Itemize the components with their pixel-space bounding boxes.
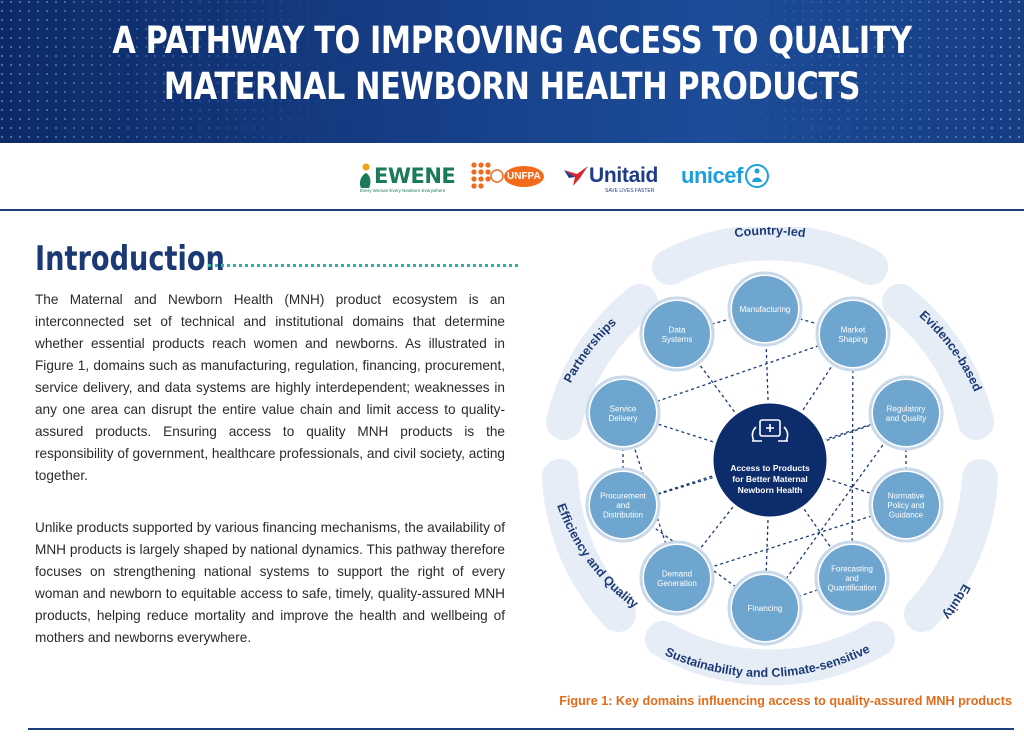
domain-node-manufacturing: Manufacturing (727, 271, 803, 347)
connector-normative-demand (676, 504, 907, 579)
unfpa-logo: UNFPA (470, 156, 544, 196)
figure-caption: Figure 1: Key domains influencing access… (559, 694, 1012, 708)
connector-service-delivery-market-shaping (622, 333, 854, 414)
domain-node-label: and (845, 574, 858, 583)
ring-segment-right-upper (882, 284, 994, 440)
header-banner: A PATHWAY TO IMPROVING ACCESS TO QUALITY… (0, 0, 1024, 143)
domain-node-label: Forecasting (831, 565, 873, 574)
title-line-1: A PATHWAY TO IMPROVING ACCESS TO QUALITY (112, 19, 912, 62)
domain-node-label: Service (610, 404, 637, 413)
central-hub: Access to Products for Better Maternal N… (710, 400, 830, 520)
domain-node-circle (732, 276, 798, 342)
unitaid-logo: Unitaid SAVE LIVES FASTER (563, 156, 658, 196)
intro-paragraph-1: The Maternal and Newborn Health (MNH) pr… (35, 292, 505, 483)
introduction-heading: Introduction (35, 239, 225, 279)
connector-regulatory-procurement (622, 412, 907, 506)
ewene-logo: EWENE Every Woman Every Newborn Everywhe… (358, 156, 456, 196)
hub-label-line-1: Access to Products (730, 463, 810, 473)
domain-node-label: Data (669, 325, 686, 334)
domain-node-circle (873, 472, 939, 538)
domain-node-label: Generation (657, 579, 697, 588)
ewene-figure-icon (359, 163, 371, 188)
ring-segment-left-lower (542, 459, 636, 632)
domain-node-label: Demand (662, 569, 692, 578)
hub-label-line-2: for Better Maternal (732, 474, 808, 484)
unitaid-bird-icon (564, 166, 588, 186)
unitaid-tagline: SAVE LIVES FASTER (605, 188, 655, 194)
domain-node-label: Delivery (609, 414, 638, 423)
domain-node-label: Market (841, 325, 866, 334)
domain-node-circle (732, 575, 798, 641)
hub-label-line-3: Newborn Health (738, 485, 803, 495)
ring-label-country-led: Country-led (734, 227, 807, 240)
domain-node-label: Distribution (603, 511, 643, 520)
intro-paragraph-2: Unlike products supported by various fin… (35, 520, 505, 645)
domain-node-label: and (616, 501, 629, 510)
logo-divider (0, 209, 1024, 211)
domain-node-label: Quantification (828, 584, 877, 593)
domain-node-circle (820, 301, 886, 367)
banner-dot-pattern (0, 0, 1024, 143)
connector-financing-regulatory (764, 412, 907, 609)
domain-node-circle (819, 545, 885, 611)
footer-divider (28, 728, 1014, 730)
unfpa-wordmark: UNFPA (504, 165, 544, 187)
value-ring (542, 227, 998, 686)
domain-node-circle (873, 380, 939, 446)
un-dots-icon (471, 162, 504, 189)
ring-segment-bottom (645, 621, 895, 686)
title-line-2: MATERNAL NEWBORN HEALTH PRODUCTS (163, 65, 861, 108)
domain-node-circle (644, 545, 710, 611)
unitaid-wordmark: Unitaid (589, 164, 659, 187)
domain-node-circle (590, 380, 656, 446)
domain-node-label: Regulatory (887, 404, 926, 413)
ring-segment-left-upper (546, 284, 658, 440)
domain-node-label: Normative (888, 492, 925, 501)
domain-nodes: ManufacturingMarketShapingRegulatoryand … (585, 271, 944, 646)
domain-node-label: Financing (748, 604, 783, 613)
domain-node-label: Manufacturing (740, 305, 791, 314)
domain-node-circle (590, 472, 656, 538)
page-title: A PATHWAY TO IMPROVING ACCESS TO QUALITY… (92, 18, 932, 110)
unicef-logo: unicef (681, 156, 771, 196)
hands-product-icon (751, 419, 789, 442)
domain-node-label: Shaping (838, 335, 867, 344)
mnh-domains-diagram: Country-led Evidence-based Equity Sustai… (542, 227, 998, 686)
domain-node-label: Procurement (600, 492, 647, 501)
domain-node-label: Policy and (888, 501, 925, 510)
domain-node-label: and Quality (886, 414, 926, 423)
connector-market-shaping-forecasting (851, 333, 854, 579)
heading-dotted-rule (208, 264, 518, 267)
unicef-wordmark: unicef (681, 163, 743, 188)
domain-node-label: Guidance (889, 511, 924, 520)
domain-node-financing: Financing (727, 570, 803, 646)
unicef-emblem-icon (744, 164, 769, 188)
ewene-wordmark: EWENE (374, 164, 456, 188)
ewene-tagline: Every Woman Every Newborn Everywhere (360, 188, 446, 193)
ring-segment-top (652, 227, 888, 285)
ring-segment-right-lower (904, 459, 998, 632)
domain-node-label: Systems (662, 335, 693, 344)
domain-node-circle (644, 301, 710, 367)
